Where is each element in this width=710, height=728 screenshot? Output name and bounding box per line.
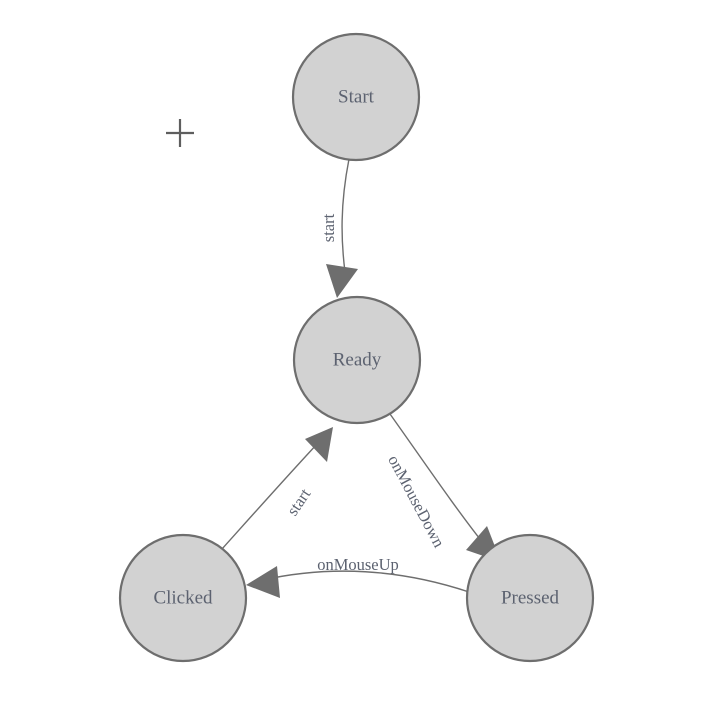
arrowhead-start-to-ready (326, 264, 358, 298)
node-label-start: Start (338, 86, 375, 107)
edge-start-to-ready[interactable]: start (319, 158, 358, 298)
node-circle-start[interactable] (291, 32, 421, 162)
node-ready[interactable]: Ready (292, 295, 422, 425)
edge-pressed-to-clicked[interactable]: onMouseUp (246, 555, 470, 598)
edge-path-ready-to-pressed (389, 413, 488, 549)
node-start[interactable]: Start (291, 32, 421, 162)
edge-path-pressed-to-clicked (262, 570, 470, 593)
edge-path-clicked-to-ready (221, 442, 319, 550)
edge-label-start-to-ready: start (319, 213, 338, 242)
node-clicked[interactable]: Clicked (118, 533, 248, 663)
edge-label-ready-to-pressed: onMouseDown (384, 452, 449, 551)
node-circle-clicked[interactable] (118, 533, 248, 663)
edge-path-start-to-ready (341, 158, 350, 273)
edge-clicked-to-ready[interactable]: start (221, 427, 333, 550)
arrowhead-clicked-to-ready (305, 427, 333, 462)
node-label-pressed: Pressed (501, 587, 560, 608)
crosshair-marker-icon (166, 119, 194, 147)
node-circle-pressed[interactable] (465, 533, 595, 663)
edge-ready-to-pressed[interactable]: onMouseDown (384, 413, 501, 562)
arrowhead-pressed-to-clicked (246, 566, 280, 598)
node-circle-ready[interactable] (292, 295, 422, 425)
edge-label-pressed-to-clicked: onMouseUp (317, 555, 399, 574)
node-label-ready: Ready (333, 349, 382, 370)
edge-label-clicked-to-ready: start (283, 485, 315, 520)
node-pressed[interactable]: Pressed (465, 533, 595, 663)
node-label-clicked: Clicked (153, 587, 213, 608)
